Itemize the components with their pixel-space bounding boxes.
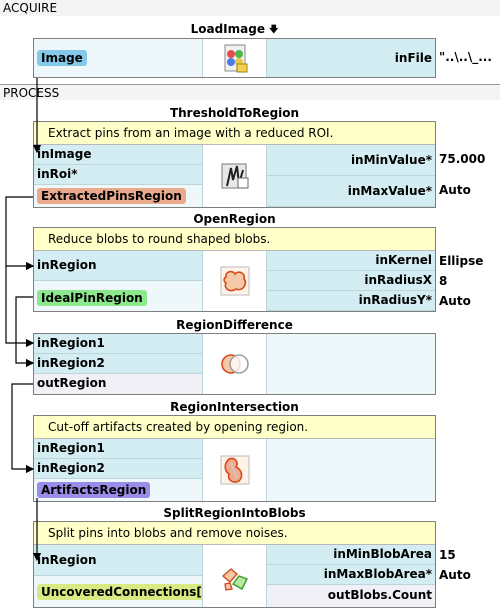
param-value-inkernel[interactable]: Ellipse <box>439 254 484 268</box>
output-tag-ideal-pin-region[interactable]: IdealPinRegion <box>37 290 147 306</box>
filter-description: Reduce blobs to round shaped blobs. <box>34 228 435 251</box>
filter-icon-area <box>202 439 267 501</box>
section-process: PROCESS <box>0 84 500 100</box>
threshold-icon <box>221 163 249 189</box>
load-image-icon <box>224 44 248 73</box>
output-tag-image[interactable]: Image <box>37 50 87 66</box>
filter-title-text: LoadImage <box>190 22 265 36</box>
param-value-inminblobarea[interactable]: 15 <box>439 548 456 562</box>
param-value-inmaxvalue[interactable]: Auto <box>439 183 471 197</box>
filter-description: Extract pins from an image with a reduce… <box>34 122 435 145</box>
param-value-inminvalue[interactable]: 75.000 <box>439 152 486 166</box>
input-port-inregion1[interactable]: inRegion1 <box>34 334 202 354</box>
param-area <box>267 334 435 394</box>
output-tag-artifacts-region[interactable]: ArtifactsRegion <box>37 482 151 498</box>
filter-icon-area <box>202 545 267 607</box>
region-difference-icon <box>221 354 249 374</box>
filter-split-region-into-blobs[interactable]: Split pins into blobs and remove noises.… <box>33 521 436 608</box>
filter-region-difference[interactable]: inRegion1 inRegion2 outRegion <box>33 333 436 395</box>
output-tag-extracted-pins-region[interactable]: ExtractedPinsRegion <box>37 188 186 204</box>
filter-open-region[interactable]: Reduce blobs to round shaped blobs. inRe… <box>33 227 436 312</box>
filter-description: Cut-off artifacts created by opening reg… <box>34 416 435 439</box>
input-port-inregion[interactable]: inRegion <box>34 251 202 281</box>
filter-title-threshold-to-region[interactable]: ThresholdToRegion <box>169 106 300 120</box>
split-blobs-icon <box>221 568 248 591</box>
param-name-inmaxblobarea: inMaxBlobArea* <box>267 565 435 585</box>
param-value-inmaxblobarea[interactable]: Auto <box>439 568 471 582</box>
region-intersection-icon <box>220 455 250 485</box>
output-port-outregion[interactable]: outRegion <box>34 374 202 394</box>
param-name-inradiusy: inRadiusY* <box>267 291 435 311</box>
output-port-outblobs-count[interactable]: outBlobs.Count <box>267 585 435 607</box>
filter-title-region-intersection[interactable]: RegionIntersection <box>170 400 299 414</box>
filter-title-load-image[interactable]: LoadImage 🡇 <box>33 22 436 37</box>
input-port-inregion2[interactable]: inRegion2 <box>34 354 202 374</box>
param-value-inradiusx[interactable]: 8 <box>439 274 448 288</box>
param-name-infile: inFile <box>394 51 432 65</box>
param-name-inkernel: inKernel <box>267 251 435 271</box>
filter-title-split-region-into-blobs[interactable]: SplitRegionIntoBlobs <box>163 506 306 520</box>
param-name-inminblobarea: inMinBlobArea <box>267 545 435 565</box>
filter-icon-area <box>202 334 267 394</box>
input-port-inregion[interactable]: inRegion <box>34 545 202 576</box>
param-value-inradiusy[interactable]: Auto <box>439 294 471 308</box>
filter-icon-area <box>202 145 267 207</box>
param-area <box>267 439 435 501</box>
filter-icon-area <box>202 39 267 77</box>
param-name-inminvalue: inMinValue* <box>267 145 435 176</box>
input-port-inregion1[interactable]: inRegion1 <box>34 439 202 459</box>
down-arrow-icon: 🡇 <box>269 25 279 35</box>
section-acquire: ACQUIRE <box>0 0 500 16</box>
input-port-inimage[interactable]: inImage <box>34 145 202 165</box>
filter-title-open-region[interactable]: OpenRegion <box>193 212 276 226</box>
param-name-inmaxvalue: inMaxValue* <box>267 176 435 207</box>
param-value-infile[interactable]: "..\..\_... <box>439 50 492 64</box>
output-tag-uncovered-connections[interactable]: UncoveredConnections[] <box>37 584 212 600</box>
open-region-icon <box>220 266 250 296</box>
filter-region-intersection[interactable]: Cut-off artifacts created by opening reg… <box>33 415 436 502</box>
filter-load-image[interactable]: Image inFile <box>33 38 436 78</box>
input-port-inregion2[interactable]: inRegion2 <box>34 459 202 479</box>
filter-description: Split pins into blobs and remove noises. <box>34 522 435 545</box>
param-name-inradiusx: inRadiusX <box>267 271 435 291</box>
filter-threshold-to-region[interactable]: Extract pins from an image with a reduce… <box>33 121 436 208</box>
filter-title-region-difference[interactable]: RegionDifference <box>176 318 293 332</box>
input-port-inroi[interactable]: inRoi* <box>34 165 202 185</box>
filter-icon-area <box>202 251 267 311</box>
param-area <box>267 39 435 77</box>
